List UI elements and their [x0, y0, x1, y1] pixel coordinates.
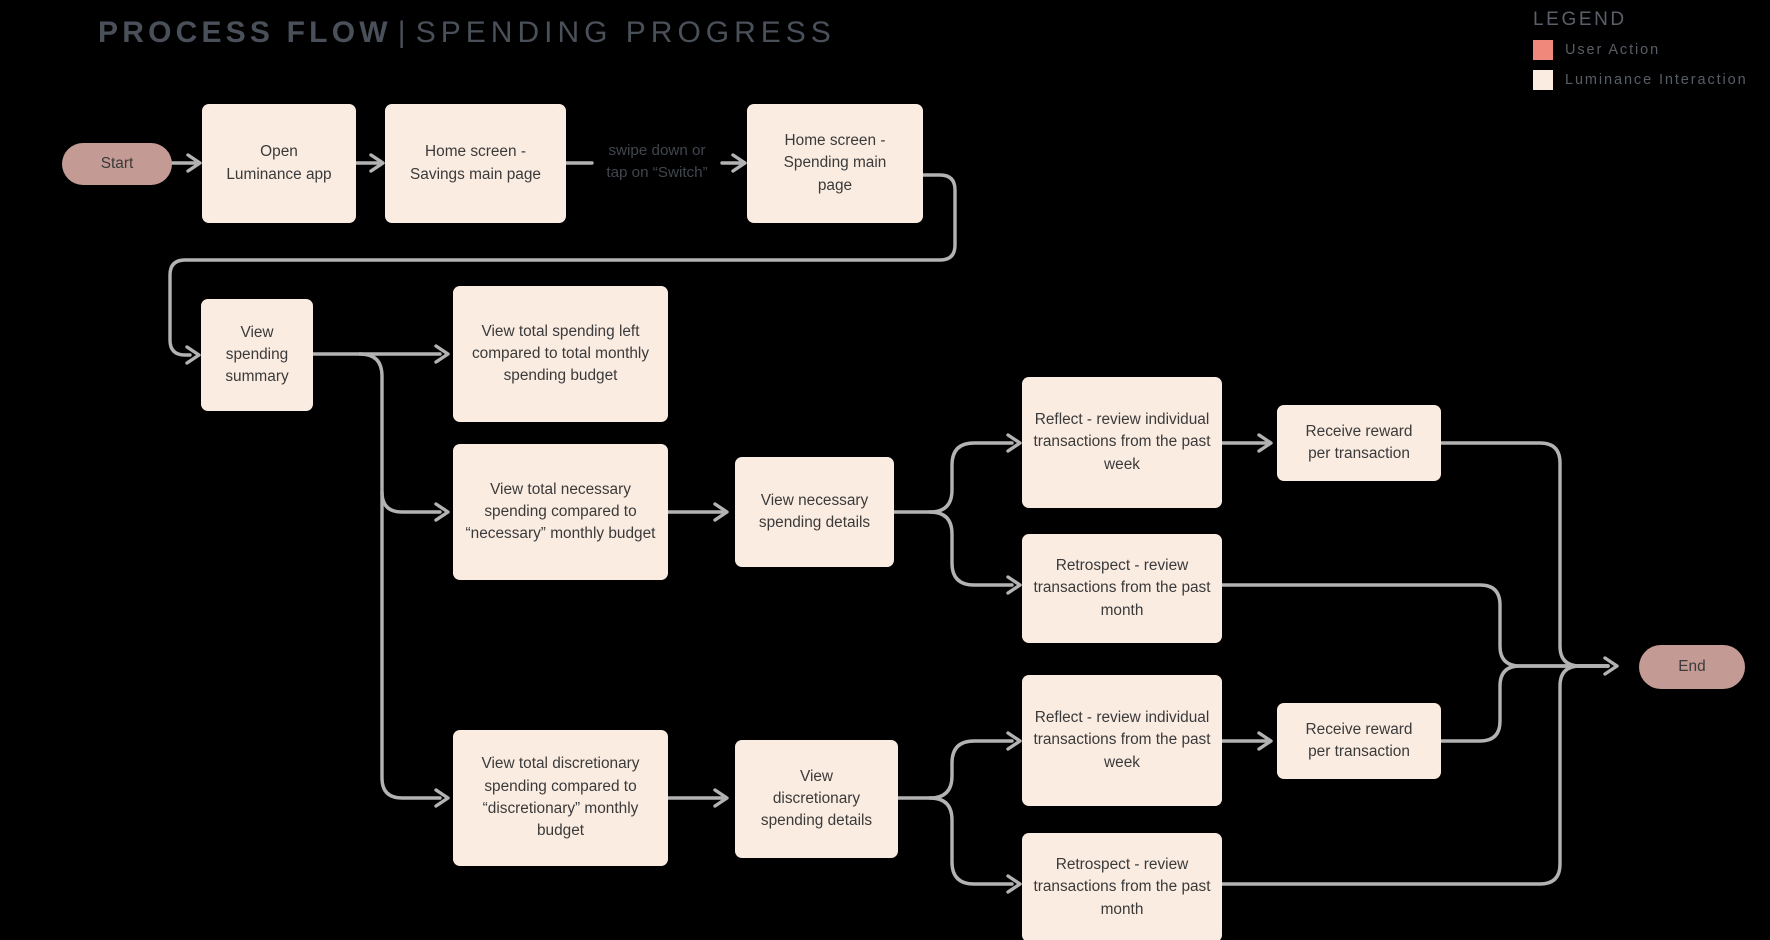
- node-retrospect-discretionary[interactable]: Retrospect - review transactions from th…: [1022, 833, 1222, 940]
- edge-branch-total-necessary: [358, 352, 442, 514]
- edge-reward-necessary-to-end: [1439, 441, 1610, 668]
- title-light: SPENDING PROGRESS: [415, 16, 836, 49]
- node-view-total-spending-left[interactable]: View total spending left compared to tot…: [453, 286, 668, 422]
- arrowhead-reflect-to-reward-necessary: [1257, 433, 1273, 453]
- arrowhead-discretionary-details-to-reflect: [1006, 731, 1022, 751]
- arrowhead-open-app-to-home-savings: [369, 153, 385, 173]
- edge-label-switch-hint: swipe down or tap on “Switch”: [606, 142, 708, 182]
- node-view-total-discretionary-spending[interactable]: View total discretionary spending compar…: [453, 730, 668, 866]
- edge-necessary-details-to-retrospect: [928, 510, 1014, 587]
- node-receive-reward-necessary[interactable]: Receive reward per transaction: [1277, 405, 1441, 481]
- edge-discretionary-details-to-retrospect: [928, 796, 1014, 886]
- title-separator: |: [397, 16, 410, 49]
- arrowhead-reflect-to-reward-discretionary: [1257, 731, 1273, 751]
- node-reflect-necessary[interactable]: Reflect - review individual transactions…: [1022, 377, 1222, 508]
- page-title: PROCESS FLOW|SPENDING PROGRESS: [98, 18, 836, 48]
- node-home-screen-spending[interactable]: Home screen - Spending main page: [747, 104, 923, 223]
- node-open-luminance-app[interactable]: Open Luminance app: [202, 104, 356, 223]
- legend-item-luminance-interaction: Luminance Interaction: [1533, 70, 1770, 90]
- node-reflect-discretionary[interactable]: Reflect - review individual transactions…: [1022, 675, 1222, 806]
- node-view-spending-summary[interactable]: View spending summary: [201, 299, 313, 411]
- node-end[interactable]: End: [1639, 645, 1745, 689]
- node-view-total-necessary-spending[interactable]: View total necessary spending compared t…: [453, 444, 668, 580]
- node-view-necessary-spending-details[interactable]: View necessary spending details: [735, 457, 894, 567]
- node-retrospect-necessary[interactable]: Retrospect - review transactions from th…: [1022, 534, 1222, 643]
- node-start[interactable]: Start: [62, 143, 172, 185]
- title-strong: PROCESS FLOW: [98, 16, 392, 49]
- edge-reward-discretionary-to-end: [1439, 664, 1610, 743]
- legend-item-user-action: User Action: [1533, 40, 1770, 60]
- arrowhead-discretionary-details-to-retrospect: [1006, 874, 1022, 894]
- arrowhead-branch-total-discretionary: [434, 788, 450, 808]
- node-view-discretionary-spending-details[interactable]: View discretionary spending details: [735, 740, 898, 858]
- arrowhead-start-to-open-app: [186, 153, 202, 173]
- arrowhead-discretionary-to-details: [713, 788, 729, 808]
- edge-discretionary-details-to-reflect: [928, 739, 1014, 800]
- legend-label-user-action: User Action: [1565, 41, 1661, 58]
- arrowhead-necessary-to-details: [713, 502, 729, 522]
- legend-heading: LEGEND: [1533, 9, 1627, 30]
- legend-swatch-user-action: [1533, 40, 1553, 60]
- arrowhead-hint-to-home-spending: [731, 153, 747, 173]
- legend-swatch-luminance-interaction: [1533, 70, 1553, 90]
- arrowhead-necessary-details-to-retrospect: [1006, 575, 1022, 595]
- edge-necessary-details-to-reflect: [928, 441, 1014, 514]
- arrowhead-to-end: [1603, 656, 1619, 676]
- arrowhead-home-spending-to-view-summary: [185, 345, 201, 365]
- node-receive-reward-discretionary[interactable]: Receive reward per transaction: [1277, 703, 1441, 779]
- legend: LEGEND User Action Luminance Interaction: [1533, 10, 1770, 100]
- arrowhead-branch-total-left: [434, 344, 450, 364]
- arrowhead-branch-total-necessary: [434, 502, 450, 522]
- edge-branch-total-discretionary: [380, 490, 442, 800]
- arrowhead-necessary-details-to-reflect: [1006, 433, 1022, 453]
- node-home-screen-savings[interactable]: Home screen - Savings main page: [385, 104, 566, 223]
- legend-label-luminance-interaction: Luminance Interaction: [1565, 71, 1748, 88]
- edge-retrospect-necessary-to-end: [1220, 583, 1610, 668]
